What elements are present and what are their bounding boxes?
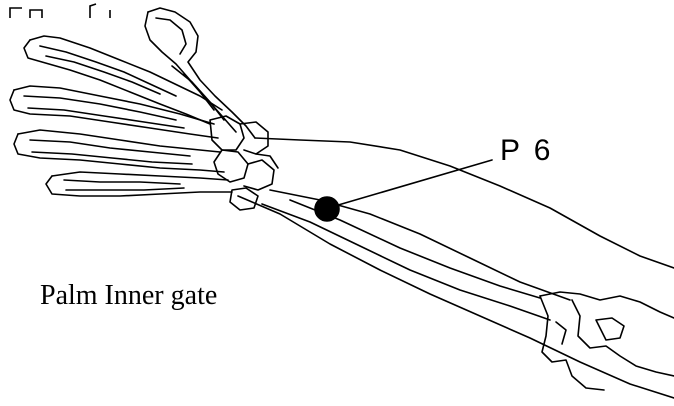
forearm-outline	[238, 138, 674, 398]
acupoint-label: P 6	[500, 134, 554, 168]
diagram-caption: Palm Inner gate	[40, 280, 217, 312]
point-leader-line	[328, 160, 492, 208]
elbow-bones	[540, 292, 674, 390]
acupoint-p6-marker	[315, 197, 339, 221]
index-finger-outline	[24, 36, 222, 124]
little-finger-outline	[46, 172, 232, 196]
thumb-outline	[145, 8, 255, 138]
cropped-text-fragment	[0, 0, 130, 20]
carpal-bones	[210, 116, 278, 210]
ring-finger-outline	[14, 130, 224, 172]
